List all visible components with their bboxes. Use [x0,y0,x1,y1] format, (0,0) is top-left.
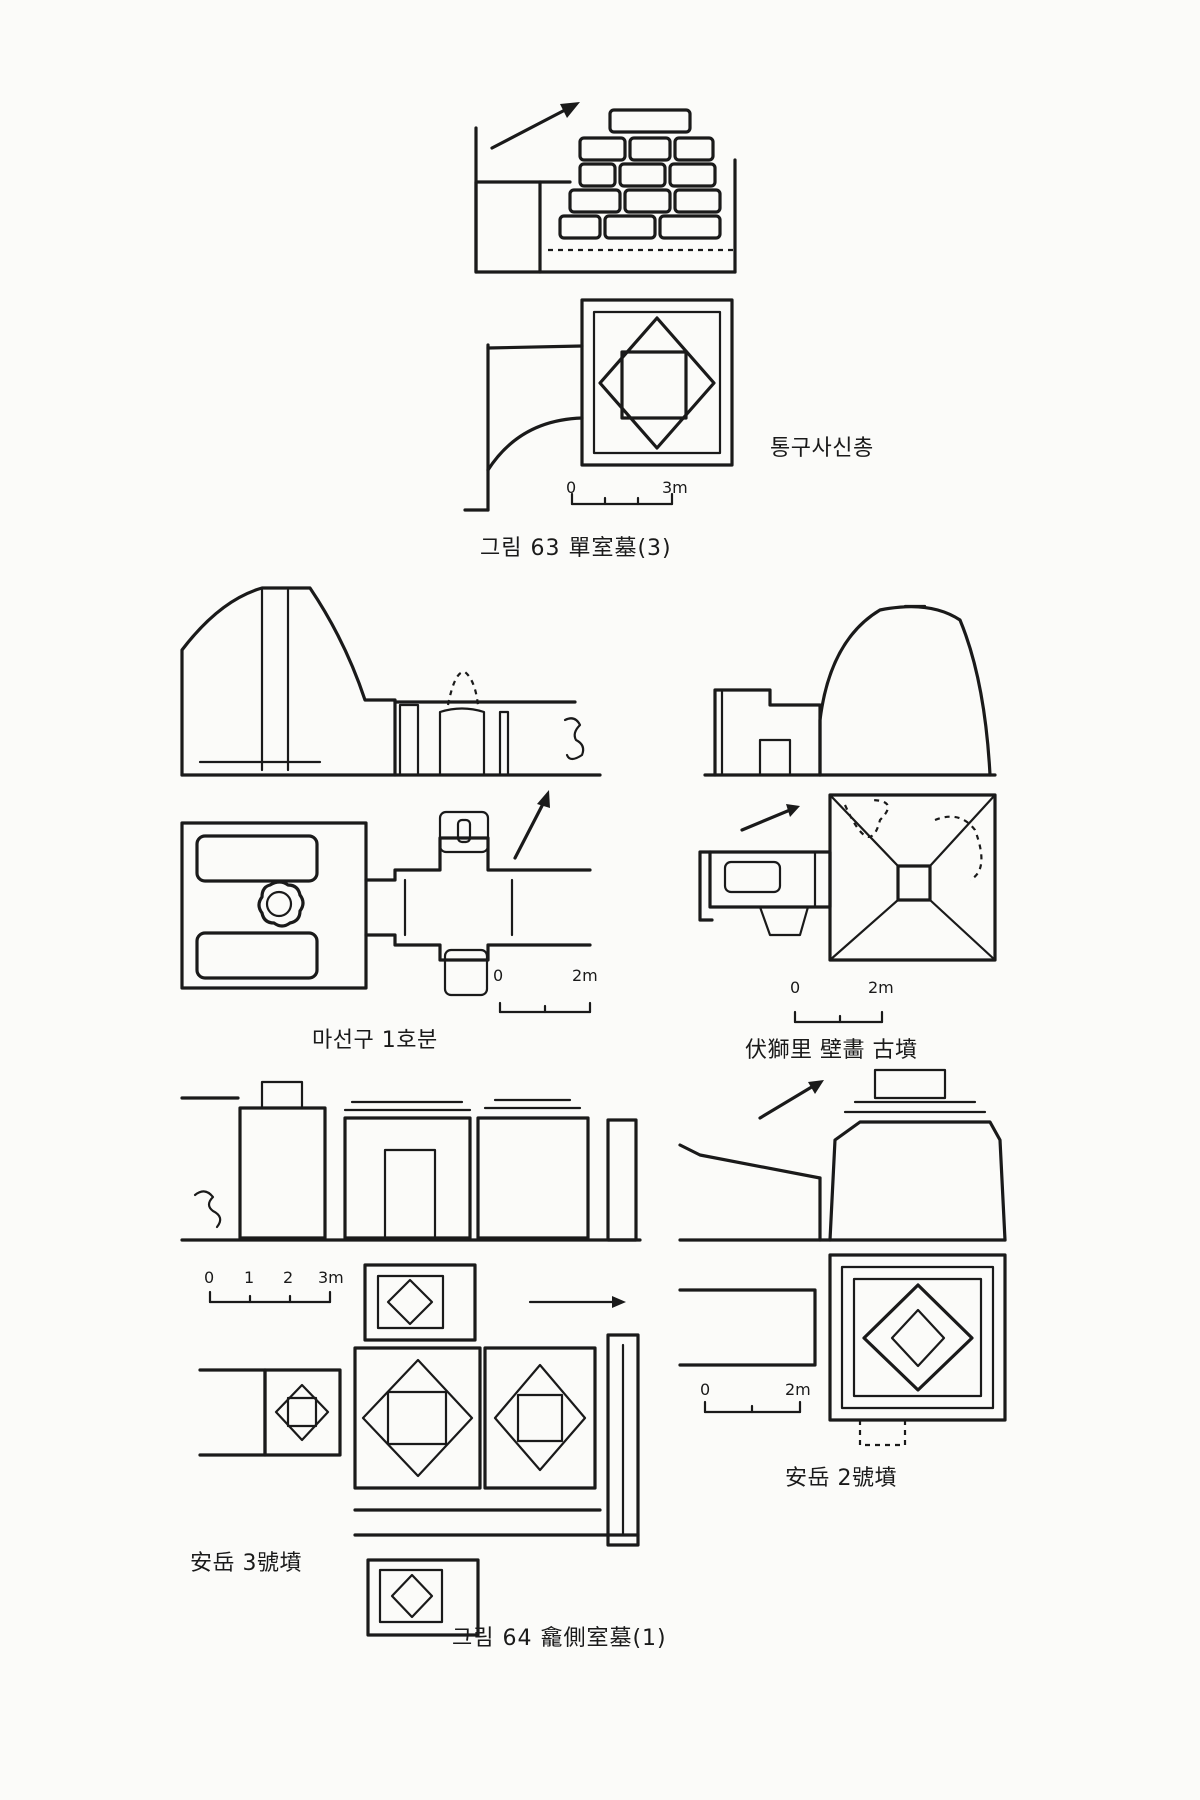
fig63-scale-bar [570,492,674,506]
fig63-caption: 그림 63 單室墓(3) [480,536,672,561]
anak3-rear-chamber [476,1116,590,1240]
anak3-side-corridor [606,1118,638,1242]
fig63-stone [658,214,722,240]
fig63-plan-passage-top [486,344,584,350]
bokhwari-center-square [896,864,932,902]
anak3-middle-chamber [343,1116,472,1240]
anak3-scale-2: 2 [283,1268,294,1287]
anak3-rear-room [483,1346,597,1490]
fig63-site-label: 통구사신총 [770,436,874,461]
fig63-stone [628,136,672,162]
fig63-stone [618,162,667,188]
fig63-north-arrow-head [560,102,580,118]
masongu-pillar-base [257,880,305,928]
masongu-mound [180,586,397,777]
bokhwari-plan-passage [708,850,832,909]
masongu-chamber [180,821,368,990]
fig63-stone [668,162,717,188]
fig63-stone [673,188,722,214]
bokhwari-dome [818,605,992,777]
bokhwari-scale-end: 2m [868,978,894,997]
anak3-corridor [606,1333,640,1547]
fig63-stone [673,136,715,162]
fig64-caption: 그림 64 龕側室墓(1) [452,1626,667,1651]
fig63-plan [463,298,734,512]
anak2-passage [678,1288,817,1367]
anak2-label: 安岳 2號墳 [785,1466,897,1491]
bokhwari-label: 伏獅里 壁畵 古墳 [745,1038,918,1063]
masongu-elevation [180,586,602,777]
anak3-front-chamber [238,1106,327,1240]
bokhwari-north-arrow [740,808,792,832]
fig63-elevation [474,102,737,274]
fig63-chamber-outer [580,298,734,467]
anak2-elevation [678,1068,1007,1242]
fig63-scale-start: 0 [566,478,577,497]
masongu-niche-bottom [443,948,489,997]
bokhwari-plan [698,793,997,962]
masongu-north-arrow [513,798,547,860]
bokhwari-scale-start: 0 [790,978,801,997]
fig63-north-arrow-line [490,108,567,150]
fig63-stone [578,162,617,188]
fig63-plan-passage-curve [486,416,584,472]
masongu-plan [180,790,592,997]
anak3-scale-bar [208,1290,332,1304]
anak2-north-arrow [758,1083,817,1120]
anak3-east-side-room [363,1263,477,1342]
anak2-scale-end: 2m [785,1380,811,1399]
anak2-ceiling-diamond [862,1283,974,1392]
anak2-scale-bar [703,1400,802,1414]
masongu-scale-end: 2m [572,966,598,985]
anak3-elevation [180,1080,642,1242]
masongu-coffin-platform-bottom [195,931,319,980]
masongu-scale-start: 0 [493,966,504,985]
masongu-scale-bar [498,1001,592,1014]
anak2-scale-start: 0 [700,1380,711,1399]
anak2-chamber-elevation [828,1120,1007,1242]
anak3-front-room [353,1346,482,1490]
anak3-plan [198,1263,640,1637]
fig63-passage-front [474,180,542,274]
masongu-corridor-bottom [364,933,592,962]
fig63-stone [603,214,657,240]
anak3-scale-3: 3m [318,1268,344,1287]
fig63-stone [623,188,672,214]
anak3-scale-1: 1 [244,1268,255,1287]
anak2-plan [678,1253,1007,1447]
anak3-entrance [198,1368,267,1457]
bokhwari-scale-bar [793,1010,884,1024]
anak3-west-side-room [366,1558,480,1637]
masongu-niche-top [438,810,490,854]
masongu-label: 마선구 1호분 [312,1028,438,1053]
masongu-corridor-top [364,836,592,882]
anak3-anteroom [263,1368,342,1457]
fig63-ceiling-diamond [598,316,716,450]
anak3-label: 安岳 3號墳 [190,1551,302,1576]
fig63-stone [578,136,627,162]
fig63-ceiling-square [620,350,688,420]
fig63-stone [558,214,602,240]
anak3-scale-0: 0 [204,1268,215,1287]
fig63-cap-stone [608,108,692,134]
masongu-rubble [563,717,585,761]
bokhwari-elevation [703,604,997,777]
fig63-scale-end: 3m [662,478,688,497]
bokhwari-passage [713,688,822,777]
anak2-chamber-outer [828,1253,1007,1422]
fig63-stone [568,188,622,214]
masongu-coffin-platform-top [195,834,319,883]
fig63-chamber-inner [592,310,722,455]
